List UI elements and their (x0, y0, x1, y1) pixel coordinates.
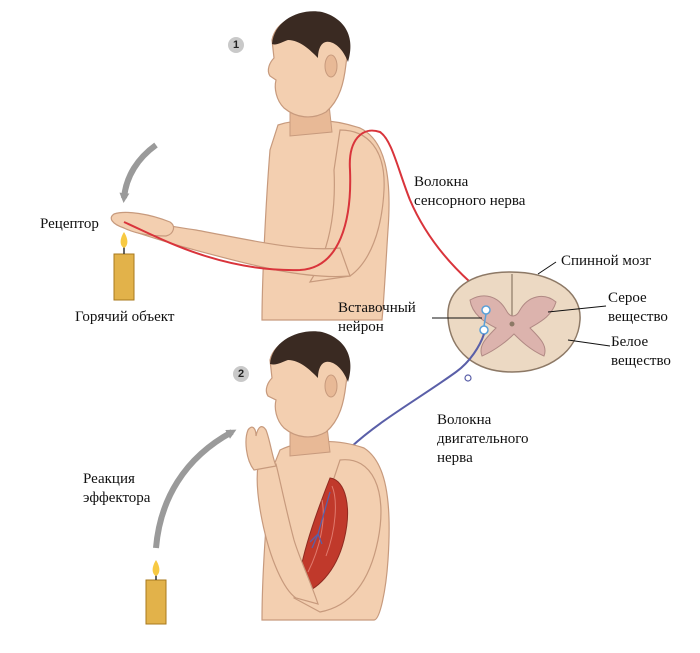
label-sensory-fibers: Волокна сенсорного нерва (414, 174, 526, 209)
label-effector-reaction: Реакция эффектора (83, 471, 151, 506)
label-hot-object: Горячий объект (75, 309, 175, 325)
label-spinal-cord: Спинной мозг (561, 253, 652, 269)
candle-1 (113, 232, 135, 301)
spinal-cord-cross-section (447, 271, 581, 373)
label-gray-matter: Серое вещество (608, 290, 668, 325)
step-2-badge: 2 (233, 366, 249, 382)
figure-2-man (245, 331, 390, 621)
candle-2 (145, 560, 167, 625)
leader-white-matter (567, 339, 611, 347)
leader-spinal-cord (537, 261, 557, 275)
label-white-matter: Белое вещество (611, 334, 671, 369)
label-receptor: Рецептор (40, 216, 99, 232)
figure-1-man (110, 11, 483, 321)
leader-gray-matter (547, 305, 607, 313)
label-interneuron: Вставочный нейрон (338, 300, 416, 335)
label-motor-fibers: Волокна двигательного нерва (437, 412, 529, 466)
reaction-arrow (153, 429, 237, 549)
step-1-badge: 1 (228, 37, 244, 53)
motor-neuron-end (464, 374, 472, 382)
stimulus-arrow (119, 142, 158, 203)
